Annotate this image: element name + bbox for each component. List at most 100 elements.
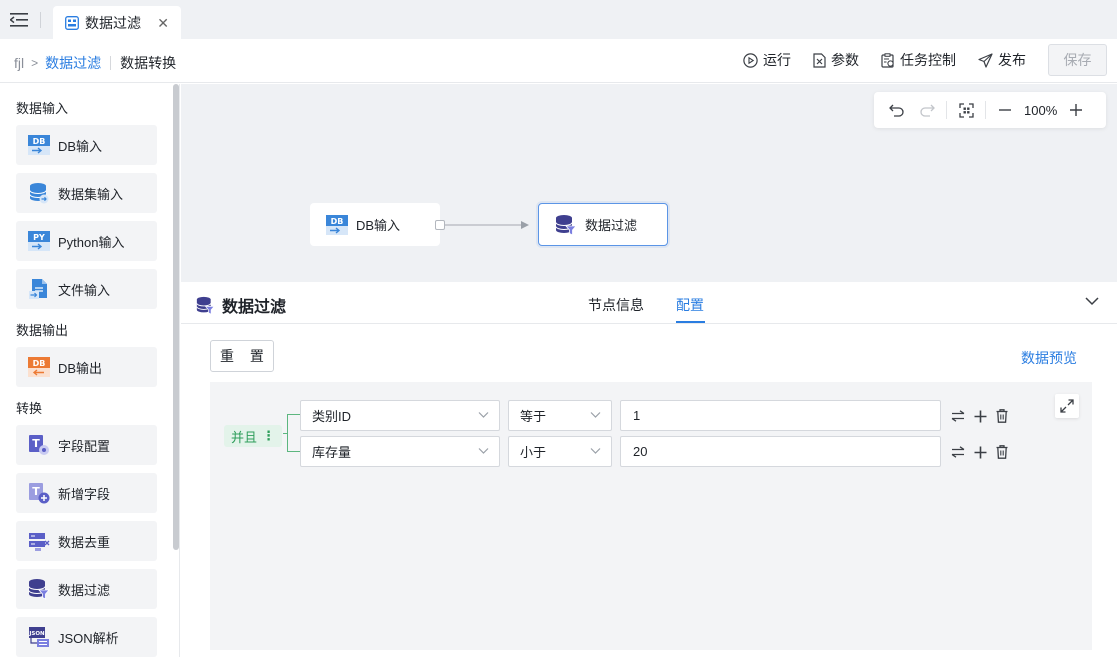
operator-select-value: 小于 — [520, 445, 547, 460]
fit-icon[interactable] — [955, 99, 977, 121]
value-input[interactable]: 1 — [620, 400, 941, 431]
component-label: 文件输入 — [58, 282, 111, 298]
chevron-down-icon[interactable] — [1085, 296, 1099, 306]
component-label: Python输入 — [58, 234, 125, 250]
field-select-value: 类别ID — [312, 409, 352, 424]
panel-title: 数据过滤 — [196, 293, 286, 317]
breadcrumb-current[interactable]: 数据过滤 — [45, 55, 102, 71]
zoom-in-icon[interactable] — [1065, 99, 1087, 121]
task-control-button[interactable]: 任务控制 — [881, 50, 956, 70]
toolbar-divider — [946, 101, 947, 119]
expand-icon[interactable] — [1055, 394, 1079, 418]
node-label: 数据过滤 — [585, 218, 638, 233]
swap-icon[interactable] — [948, 442, 968, 462]
flow-node-db-input[interactable]: DB DB输入 — [310, 203, 440, 246]
svg-text:DB: DB — [33, 137, 46, 146]
flow-edge[interactable] — [181, 84, 1117, 282]
component-label: 数据过滤 — [58, 582, 111, 598]
operator-select[interactable]: 小于 — [508, 436, 612, 467]
trash-icon[interactable] — [992, 406, 1012, 426]
data-preview-link[interactable]: 数据预览 — [1021, 350, 1077, 366]
section-title-input: 数据输入 — [16, 101, 69, 116]
field-config-icon: T — [29, 435, 49, 455]
tab-node-info[interactable]: 节点信息 — [588, 297, 644, 313]
component-label: 新增字段 — [58, 486, 111, 502]
json-icon: JSON — [28, 627, 49, 647]
dataset-icon — [29, 183, 49, 204]
svg-text:T: T — [32, 485, 40, 498]
svg-text:JSON: JSON — [28, 631, 45, 637]
undo-icon[interactable] — [886, 99, 908, 121]
menu-fold-icon[interactable] — [10, 13, 28, 27]
operator-select[interactable]: 等于 — [508, 400, 612, 431]
logic-bracket — [287, 414, 301, 452]
db-output-icon: DB — [28, 357, 50, 377]
component-json-parse[interactable]: JSON JSON解析 — [16, 617, 157, 657]
component-db-output[interactable]: DB DB输出 — [16, 347, 157, 387]
component-file-input[interactable]: 文件输入 — [16, 269, 157, 309]
filter-icon — [196, 296, 215, 315]
tab-data-filter[interactable]: 数据过滤 ✕ — [53, 6, 181, 39]
zoom-level: 100% — [1024, 102, 1058, 118]
more-vertical-icon: ⋮ — [262, 428, 275, 443]
params-label: 参数 — [831, 52, 859, 68]
component-dedup[interactable]: 数据去重 — [16, 521, 157, 561]
db-input-icon: DB — [28, 135, 50, 155]
value-input[interactable]: 20 — [620, 436, 941, 467]
logic-label: 并且 — [230, 429, 257, 445]
section-title-output: 数据输出 — [16, 323, 69, 338]
panel-title-text: 数据过滤 — [222, 299, 287, 316]
component-label: 字段配置 — [58, 438, 111, 454]
publish-button[interactable]: 发布 — [978, 50, 1026, 70]
flow-canvas[interactable]: 100% DB DB输入 数据过滤 — [181, 84, 1117, 282]
close-icon[interactable]: ✕ — [157, 15, 169, 31]
plus-icon[interactable] — [970, 442, 990, 462]
component-field-config[interactable]: T 字段配置 — [16, 425, 157, 465]
chevron-right-icon: > — [31, 56, 39, 70]
strip-divider — [40, 12, 41, 28]
params-button[interactable]: 参数 — [813, 50, 859, 70]
chevron-down-icon — [478, 448, 489, 454]
svg-text:DB: DB — [331, 217, 344, 226]
field-select[interactable]: 类别ID — [300, 400, 500, 431]
send-icon — [978, 52, 993, 68]
filter-tab-icon — [65, 15, 79, 30]
python-icon: PY — [28, 231, 50, 251]
trash-icon[interactable] — [992, 442, 1012, 462]
component-db-input[interactable]: DB DB输入 — [16, 125, 157, 165]
field-select[interactable]: 库存量 — [300, 436, 500, 467]
zoom-toolbar: 100% — [874, 92, 1106, 128]
output-port[interactable] — [435, 220, 445, 230]
excel-icon — [813, 52, 826, 68]
dedup-icon — [29, 533, 50, 551]
plus-icon[interactable] — [970, 406, 990, 426]
component-label: DB输出 — [58, 360, 103, 376]
field-select-value: 库存量 — [312, 445, 352, 460]
redo-icon[interactable] — [916, 99, 938, 121]
active-tab-indicator — [676, 321, 705, 323]
db-input-icon: DB — [326, 214, 348, 235]
tab-config[interactable]: 配置 — [676, 297, 704, 313]
swap-icon[interactable] — [948, 406, 968, 426]
component-add-field[interactable]: T 新增字段 — [16, 473, 157, 513]
sidebar-scrollbar[interactable] — [173, 84, 179, 550]
breadcrumb: fjl > 数据过滤 数据转换 — [14, 53, 176, 73]
component-label: DB输入 — [58, 138, 103, 154]
toolbar-actions: 运行 参数 任务控制 发布 保存 — [743, 44, 1107, 76]
logic-and-tag[interactable]: 并且 ⋮ — [224, 425, 282, 447]
component-dataset-input[interactable]: 数据集输入 — [16, 173, 157, 213]
component-python-input[interactable]: PY Python输入 — [16, 221, 157, 261]
svg-text:DB: DB — [33, 359, 46, 368]
save-button[interactable]: 保存 — [1048, 44, 1107, 76]
section-title-transform: 转换 — [16, 401, 43, 416]
task-control-label: 任务控制 — [900, 52, 956, 68]
zoom-out-icon[interactable] — [994, 99, 1016, 121]
breadcrumb-root[interactable]: fjl — [14, 55, 25, 71]
run-button[interactable]: 运行 — [743, 50, 791, 70]
condition-actions — [948, 406, 1014, 426]
component-data-filter[interactable]: 数据过滤 — [16, 569, 157, 609]
reset-button[interactable]: 重 置 — [210, 340, 274, 372]
add-field-icon: T — [29, 483, 50, 504]
flow-node-data-filter[interactable]: 数据过滤 — [538, 203, 668, 246]
panel-header: 数据过滤 节点信息 配置 — [181, 282, 1117, 324]
